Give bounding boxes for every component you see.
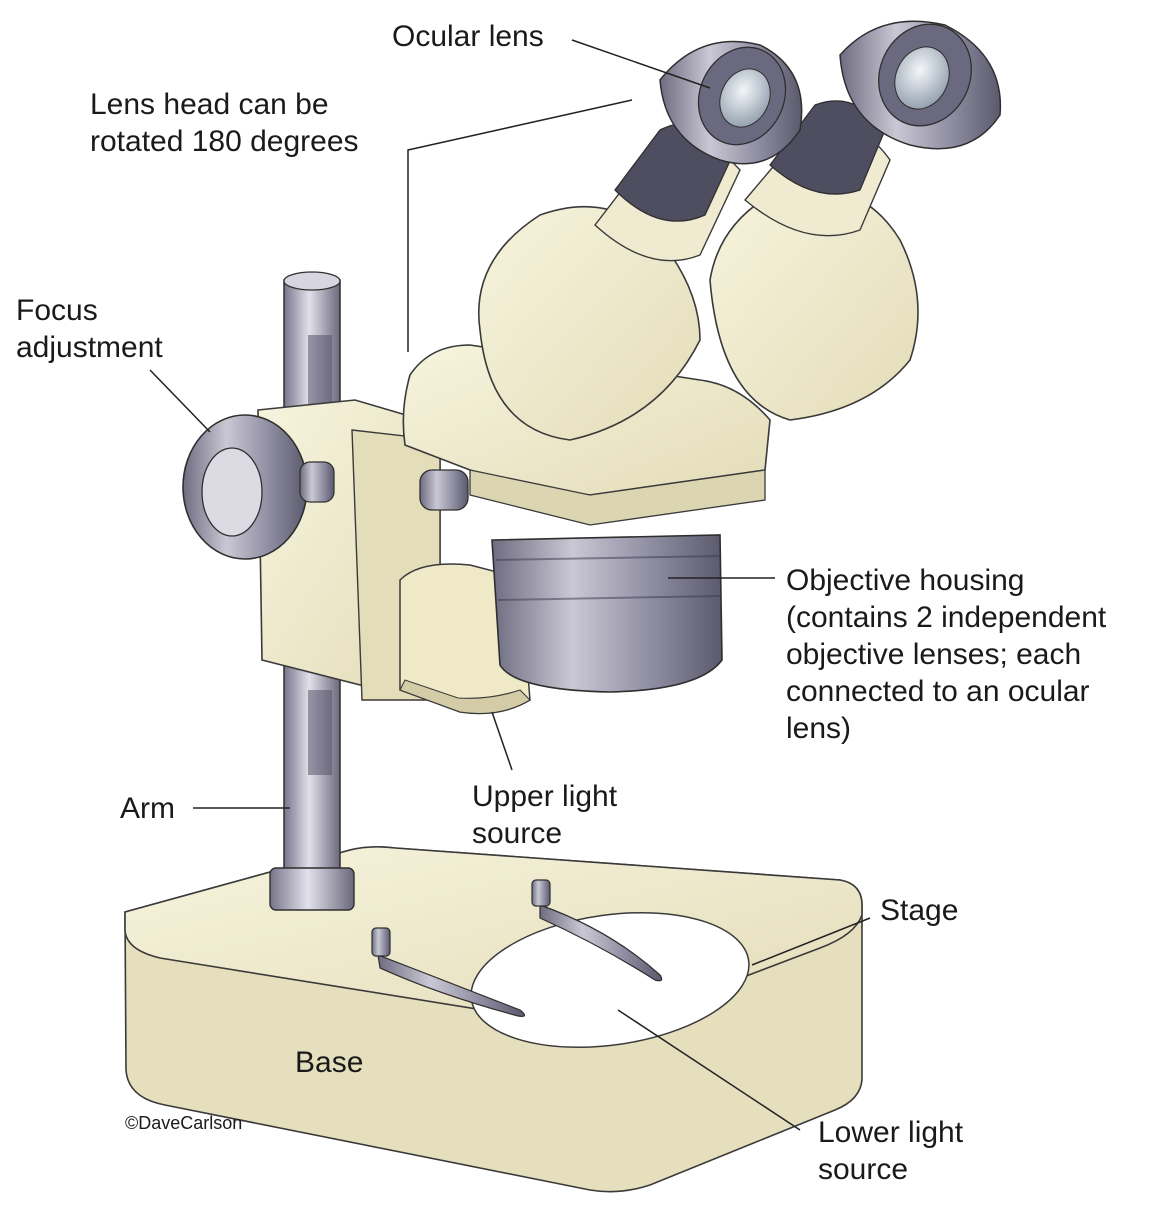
label-objective-housing: Objective housing (contains 2 independen…: [786, 564, 1107, 745]
focus-knob: [182, 414, 335, 560]
leader-lens-head: [407, 99, 633, 352]
label-upper-light-source: Upper light source: [472, 780, 618, 850]
leader-ocular-lens: [571, 39, 711, 89]
label-lower-light-source: Lower light source: [818, 1116, 964, 1186]
label-focus-adjustment: Focus adjustment: [16, 294, 163, 364]
label-lens-head: Lens head can be rotated 180 degrees: [90, 88, 359, 158]
eyepiece-tube-left: [478, 122, 741, 441]
leader-lower-light-source: [617, 1009, 801, 1131]
label-stage: Stage: [880, 894, 959, 927]
leader-focus-adjustment: [149, 369, 211, 433]
eyepiece-tube-right: [709, 100, 919, 421]
copyright-text: ©DaveCarlson: [125, 1113, 243, 1133]
leader-stage: [751, 917, 871, 966]
ocular-lens-right: [839, 20, 1002, 150]
label-base: Base: [295, 1046, 364, 1079]
stage-clip-left: [371, 927, 526, 1017]
ocular-lens-left: [659, 40, 803, 165]
objective-housing: [491, 534, 723, 693]
side-knob: [419, 469, 469, 511]
stage-clip-right: [531, 879, 663, 982]
leader-upper-light-source: [491, 711, 513, 771]
leader-lines: [149, 39, 871, 1131]
label-arm: Arm: [120, 792, 175, 825]
label-ocular-lens: Ocular lens: [392, 20, 544, 53]
